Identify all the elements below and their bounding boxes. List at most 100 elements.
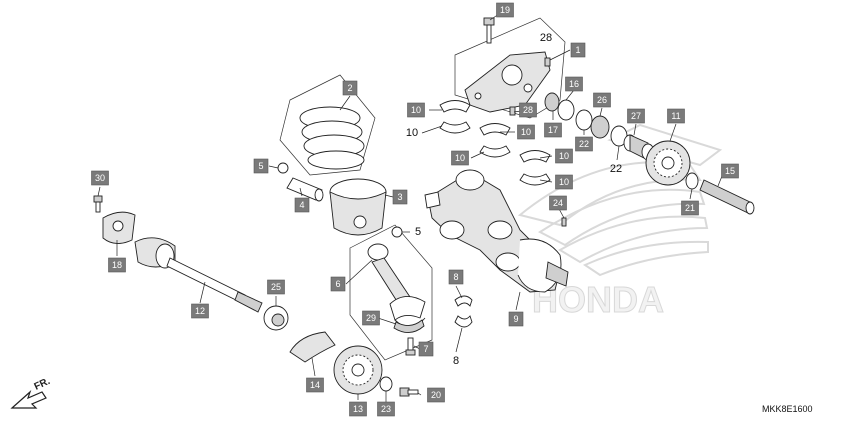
callout-box	[555, 148, 573, 164]
callout-number: 4	[299, 200, 304, 210]
callout-18: 18	[108, 257, 126, 273]
callout-30: 30	[91, 170, 109, 186]
callout-box	[294, 197, 310, 213]
callout-9: 9	[508, 311, 524, 327]
callout-number: 24	[553, 198, 563, 208]
washer-22a-part	[575, 109, 593, 131]
crankshaft-part	[424, 169, 569, 293]
callout-28: 28	[519, 102, 537, 118]
diagram-code: MKK8E1600	[762, 404, 813, 414]
callout-number: 30	[95, 173, 105, 183]
callout-15: 15	[721, 163, 739, 179]
balancer-gear-11-part	[645, 140, 691, 186]
callout-box	[451, 150, 469, 166]
callout-box	[681, 200, 699, 216]
callout-number: 12	[195, 306, 205, 316]
callout-1: 1	[570, 42, 586, 58]
callout-10: 10	[517, 124, 535, 140]
callout-number: 20	[431, 390, 441, 400]
callout-20: 20	[427, 387, 445, 403]
callout-number: 21	[685, 203, 695, 213]
callout-number: 8	[453, 272, 458, 282]
callout-number: 13	[353, 404, 363, 414]
callout-number: 6	[335, 279, 340, 289]
callout-number: 25	[271, 282, 281, 292]
callout-10: 10	[555, 148, 573, 164]
callout-box	[448, 269, 464, 285]
piston-pin-clip-5b	[391, 226, 403, 238]
balancer-holder-part	[464, 51, 551, 113]
piston-pin-part	[286, 177, 324, 202]
callout-box	[544, 122, 562, 138]
callout-box	[427, 387, 445, 403]
callout-box	[508, 311, 524, 327]
callout-12: 12	[191, 303, 209, 319]
callout-box	[349, 401, 367, 417]
connecting-rod-part	[367, 243, 426, 328]
callout-box	[549, 195, 567, 211]
callout-4: 4	[294, 197, 310, 213]
callout-number: 19	[500, 5, 510, 15]
callout-number: 9	[513, 314, 518, 324]
callout-number: 15	[725, 166, 735, 176]
callout-5: 5	[253, 158, 269, 174]
callout-number: 1	[575, 45, 580, 55]
piston-pin-clip-5a	[277, 162, 289, 174]
callout-24: 24	[549, 195, 567, 211]
callout-3: 3	[392, 189, 408, 205]
connecting-rod-group-frame	[349, 224, 433, 361]
callout-8: 8	[448, 269, 464, 285]
callout-number: 2	[347, 83, 352, 93]
callout-box	[191, 303, 209, 319]
callout-29: 29	[362, 310, 380, 326]
rod-bearing-29	[393, 319, 425, 333]
rod-bearing-8-parts	[454, 295, 473, 328]
gear-13-part	[333, 345, 383, 395]
callout-box	[253, 158, 269, 174]
callout-6: 6	[330, 276, 346, 292]
callout-number: 23	[381, 404, 391, 414]
callout-14: 14	[306, 377, 324, 393]
bolt-19-part	[483, 17, 495, 44]
callout-box	[627, 108, 645, 124]
bearing-17-part	[544, 92, 560, 112]
callout-number: 28	[540, 32, 552, 44]
piston-ring-group-frame	[279, 74, 376, 176]
callout-box	[362, 310, 380, 326]
callout-box	[267, 279, 285, 295]
callout-28: 28	[540, 32, 552, 44]
bearing-26-part	[590, 115, 610, 139]
callout-box	[91, 170, 109, 186]
callout-number: 22	[610, 163, 622, 175]
callout-box	[667, 108, 685, 124]
callout-box	[570, 42, 586, 58]
callout-number: 10	[455, 153, 465, 163]
callout-number: 10	[559, 151, 569, 161]
callout-number: 3	[397, 192, 402, 202]
balancer-cover-group-frame	[454, 17, 566, 119]
callout-16: 16	[565, 76, 583, 92]
callout-number: 29	[366, 313, 376, 323]
callout-box	[342, 80, 358, 96]
callout-box	[330, 276, 346, 292]
cover-14-part	[289, 331, 336, 363]
callout-19: 19	[496, 2, 514, 18]
callout-box	[407, 102, 425, 118]
callout-21: 21	[681, 200, 699, 216]
callout-box	[496, 2, 514, 18]
callout-10: 10	[407, 102, 425, 118]
callout-number: 10	[406, 127, 418, 139]
callout-number: 11	[671, 111, 680, 121]
washer-23-part	[379, 376, 393, 392]
callout-number: 18	[112, 260, 122, 270]
callout-number: 16	[569, 79, 579, 89]
callout-box	[519, 102, 537, 118]
bearing-25-part	[263, 305, 289, 331]
pin-24	[561, 217, 567, 227]
callout-number: 10	[559, 177, 569, 187]
balancer-shaft-15-part	[699, 179, 755, 215]
callout-box	[306, 377, 324, 393]
callout-number: 26	[597, 95, 607, 105]
